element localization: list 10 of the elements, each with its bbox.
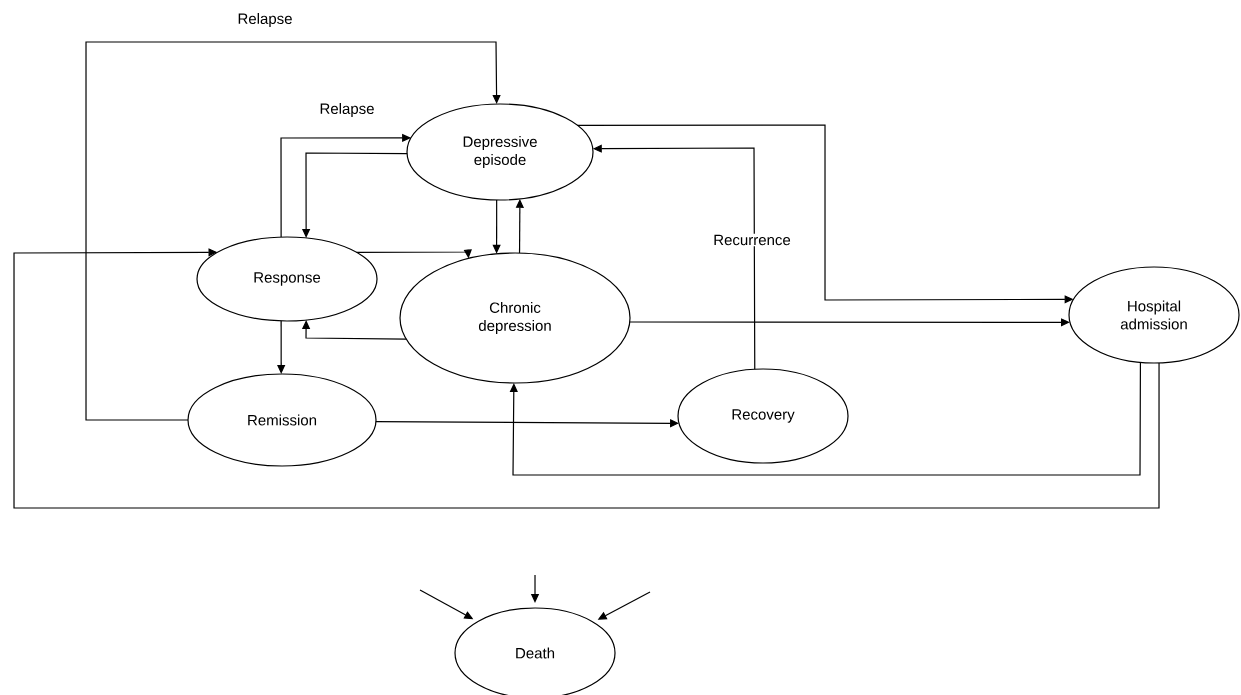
edge-label: Relapse: [318, 102, 376, 118]
arrow: [629, 318, 1070, 327]
arrow: [277, 320, 286, 374]
edge-label: Relapse: [236, 12, 294, 28]
arrow: [375, 419, 679, 428]
arrow: [301, 320, 407, 340]
arrow: [509, 361, 1141, 476]
arrow: [13, 248, 1160, 509]
edge-label: Recurrence: [712, 233, 792, 247]
arrow: [85, 41, 501, 421]
